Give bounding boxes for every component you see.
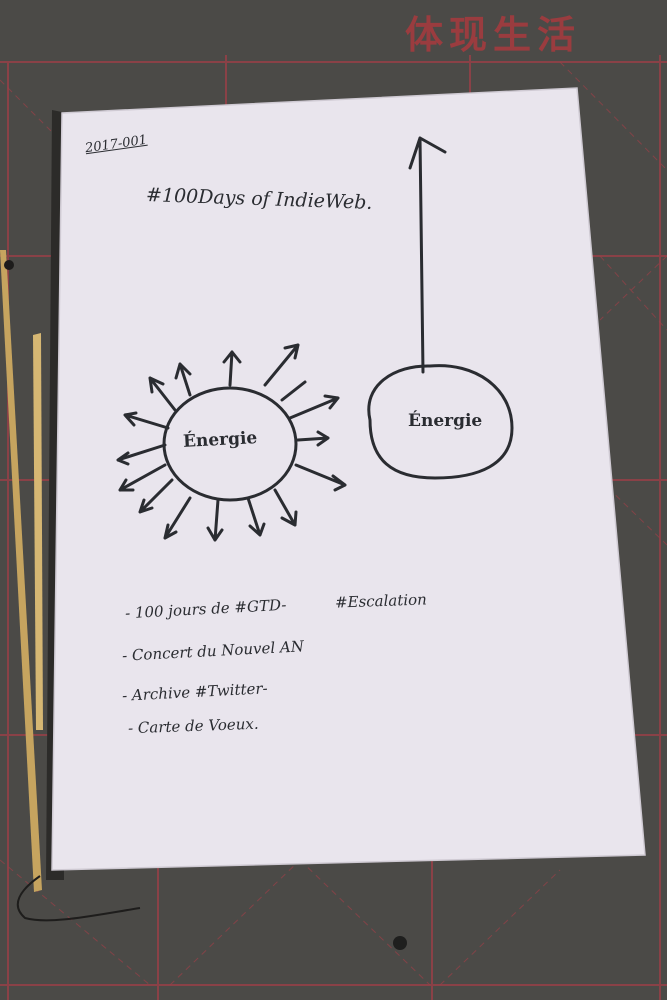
list-item-tag: #Escalation <box>334 590 428 612</box>
ink-drawings <box>116 136 514 542</box>
mat-hole <box>393 936 407 950</box>
mat-printed-text: 体现生活 <box>405 12 582 57</box>
string-loop <box>16 875 141 922</box>
sun-label: Énergie <box>182 428 258 452</box>
rising-arrow <box>408 136 447 374</box>
ball-label: Énergie <box>408 411 483 431</box>
bamboo-stick <box>33 333 43 730</box>
sun-rays <box>116 343 347 542</box>
paper-sheet <box>51 87 646 871</box>
bamboo-brush <box>0 250 42 892</box>
ball-circle <box>367 364 514 480</box>
brush-cap <box>4 260 14 270</box>
